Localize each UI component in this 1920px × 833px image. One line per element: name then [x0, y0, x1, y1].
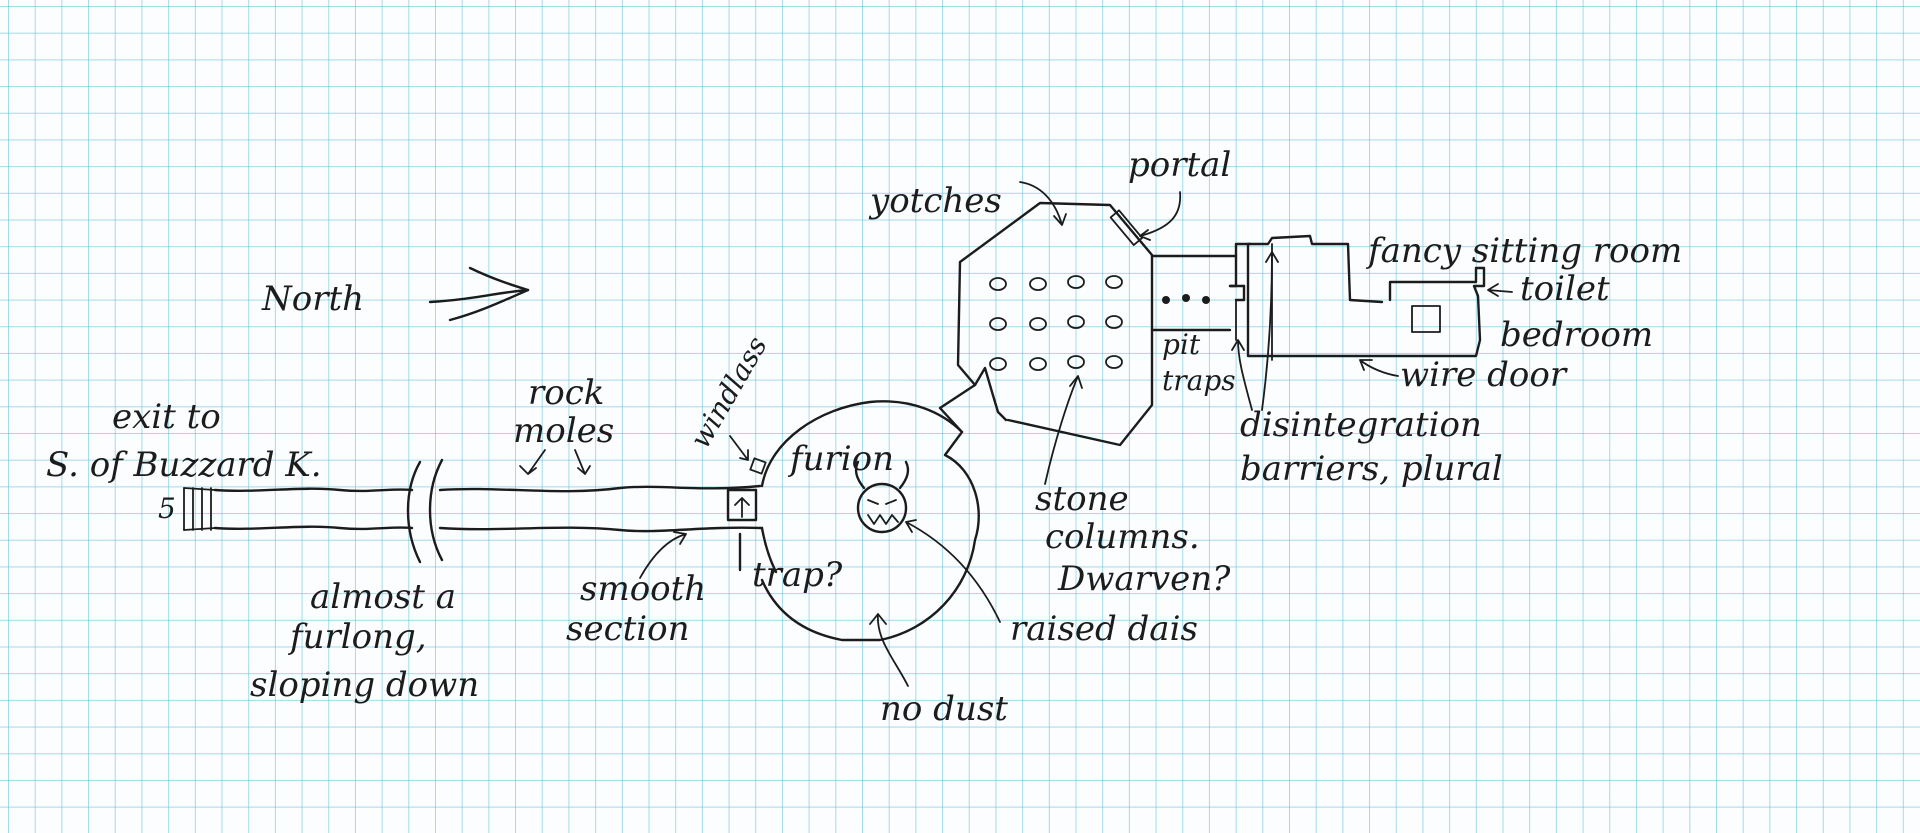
exit-number: 5 — [158, 492, 176, 525]
toilet-arrow — [1487, 283, 1513, 297]
bed — [1411, 305, 1441, 333]
pit-trap-3 — [1202, 296, 1210, 304]
pillar-room — [956, 201, 1154, 447]
trap-label: trap? — [752, 555, 843, 595]
stone-arrow — [1044, 375, 1083, 485]
wire-door-label: wire door — [1400, 355, 1568, 395]
stone-columns — [989, 275, 1123, 371]
exit-label-line1: exit to — [112, 397, 221, 437]
chamber-connector — [938, 366, 1008, 434]
almost-label-2: furlong, — [287, 617, 427, 657]
portal-arrow — [1139, 191, 1182, 241]
toilet-label: toilet — [1520, 269, 1610, 309]
furion-label: furion — [787, 439, 894, 479]
almost-label-3: sloping down — [250, 665, 479, 705]
raised-dais-arrow — [905, 519, 1001, 623]
portal-door — [1109, 209, 1144, 246]
wire-door-arrow — [1359, 359, 1399, 377]
rock-moles-label-2: moles — [513, 411, 614, 451]
no-dust-arrow — [869, 613, 909, 687]
yotches-label: yotches — [868, 181, 1002, 221]
entrance-stairs: 5 — [158, 487, 216, 531]
pit-label-1: pit — [1162, 328, 1201, 361]
almost-label-1: almost a — [310, 577, 456, 617]
rock-moles-label-1: rock — [528, 373, 604, 413]
stone-label-1: stone — [1035, 479, 1129, 519]
yotches-arrow — [1019, 181, 1067, 226]
corridor — [213, 458, 764, 564]
pit-trap-2 — [1182, 294, 1190, 302]
stone-label-2: columns. — [1045, 517, 1200, 557]
no-dust-label: no dust — [880, 689, 1008, 729]
smooth-arrow — [639, 531, 687, 579]
pit-trap-corridor — [1150, 254, 1246, 332]
pit-label-2: traps — [1162, 364, 1236, 397]
stone-label-3: Dwarven? — [1057, 559, 1231, 599]
demon-icon — [854, 460, 910, 534]
bedroom — [1354, 266, 1486, 358]
disintegration-label-2: barriers, plural — [1240, 449, 1503, 489]
trap-box — [726, 488, 758, 572]
disintegration-arrow-2 — [1261, 251, 1279, 411]
fancy-sitting-room-label: fancy sitting room — [1365, 231, 1682, 271]
windlass-label: windlass — [683, 331, 773, 454]
north-label: North — [261, 279, 364, 319]
windlass-square — [749, 457, 767, 475]
pit-trap-1 — [1162, 296, 1170, 304]
disintegration-arrow-1 — [1231, 339, 1253, 411]
raised-dais-label: raised dais — [1010, 609, 1198, 649]
windlass-arrow — [729, 435, 749, 461]
rock-moles-arrow-1 — [519, 449, 546, 475]
round-chamber — [760, 400, 980, 642]
bedroom-label: bedroom — [1500, 315, 1653, 355]
north-arrow — [428, 266, 530, 322]
disintegration-label-1: disintegration — [1240, 405, 1482, 445]
sitting-room — [1228, 234, 1384, 361]
portal-label: portal — [1128, 145, 1231, 185]
smooth-label-2: section — [566, 609, 690, 649]
rock-moles-arrow-2 — [574, 449, 591, 475]
smooth-label-1: smooth — [580, 569, 706, 609]
exit-label-line2: S. of Buzzard K. — [46, 445, 322, 485]
